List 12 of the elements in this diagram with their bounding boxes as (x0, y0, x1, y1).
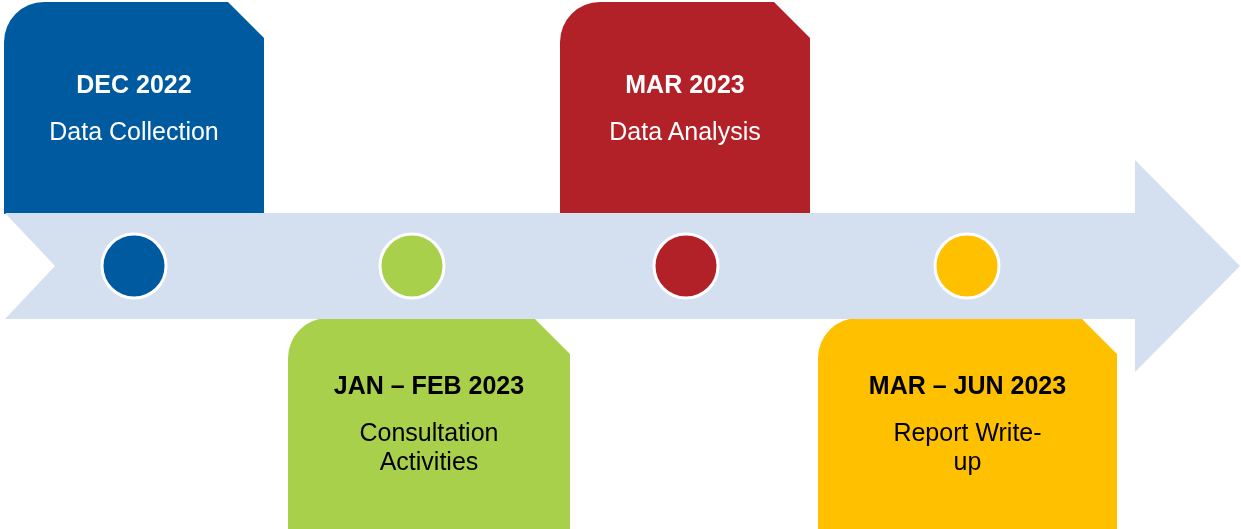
milestone-card (4, 2, 264, 214)
milestone-card (560, 2, 810, 214)
milestone-date: MAR 2023 (625, 70, 745, 99)
milestone-description: Report Write-up (892, 418, 1043, 476)
milestone-description: Data Analysis (609, 117, 761, 146)
milestone-date: MAR – JUN 2023 (868, 371, 1067, 400)
milestone-description: Data Collection (49, 117, 219, 146)
milestone-date: JAN – FEB 2023 (333, 371, 525, 400)
milestone-date: DEC 2022 (76, 70, 192, 99)
milestone-card (288, 318, 570, 529)
milestone-description: Consultation Activities (358, 418, 500, 476)
milestone-card (818, 318, 1117, 529)
